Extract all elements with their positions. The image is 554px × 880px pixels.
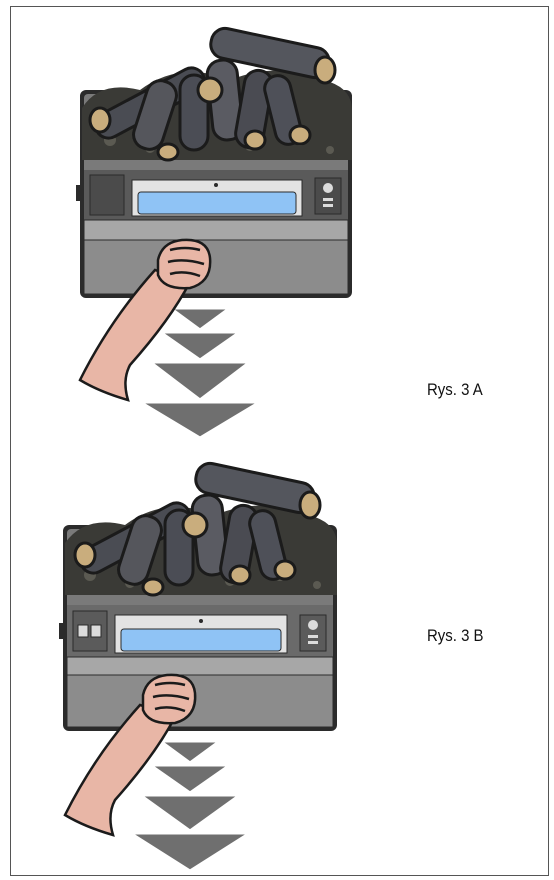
fireplace-insert-illustration-b (45, 455, 355, 875)
figure-3a (60, 20, 370, 440)
control-knob-icon (315, 178, 341, 214)
caption-3b: Rys. 3 B (427, 626, 484, 646)
caption-3a: Rys. 3 A (427, 380, 483, 400)
fireplace-insert-illustration-a (60, 20, 370, 440)
control-knob-icon (300, 615, 326, 651)
figure-3b (45, 455, 355, 875)
